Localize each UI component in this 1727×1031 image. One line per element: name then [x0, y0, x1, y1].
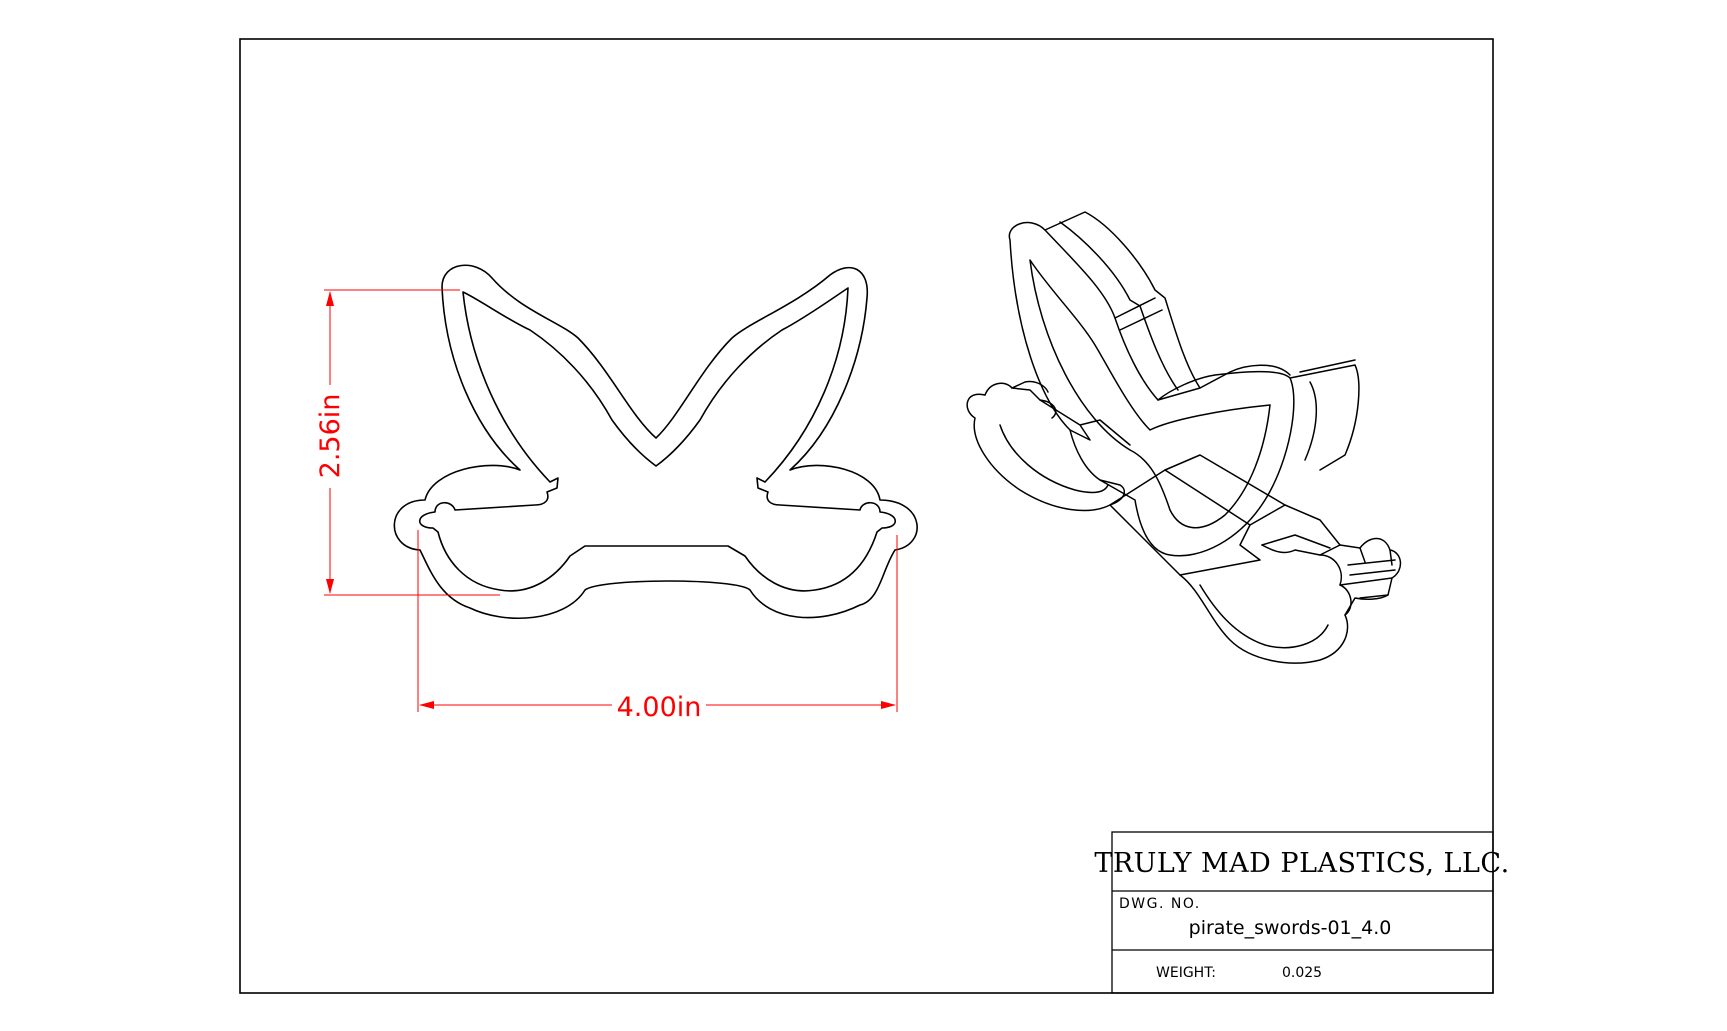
height-arrow-top: [326, 291, 334, 306]
dwg-no-label: DWG. NO.: [1119, 896, 1201, 912]
iso-crossbar: [1109, 469, 1261, 576]
width-dimension-label: 4.00in: [617, 692, 702, 723]
iso-right-hilt-layers: [1347, 559, 1396, 576]
iso-left-hilt-inner: [999, 424, 1109, 494]
iso-upper-blade-tip2: [1299, 359, 1356, 461]
iso-left-guard: [1039, 399, 1131, 446]
iso-upper-blade-back2: [1059, 221, 1179, 391]
iso-upper-blade-back: [1044, 211, 1291, 389]
iso-left-hilt: [966, 393, 1126, 512]
height-arrow-bottom: [326, 579, 334, 594]
front-view-inner-outline: [418, 287, 897, 592]
iso-upper-blade-tip: [1289, 364, 1360, 471]
dimensions: [324, 289, 898, 712]
iso-left-hilt-back: [1011, 380, 1049, 393]
width-arrow-left: [419, 701, 434, 709]
weight-label: WEIGHT:: [1156, 965, 1216, 981]
iso-lower-blade-back: [1261, 504, 1341, 549]
sheet-border: [239, 38, 1494, 994]
iso-upper-blade-front: [1008, 221, 1295, 557]
iso-upper-blade-edge: [1114, 297, 1201, 401]
dwg-no-value: pirate_swords-01_4.0: [1189, 917, 1392, 939]
iso-upper-blade-inner: [1029, 259, 1271, 529]
width-arrow-right: [881, 701, 896, 709]
title-block: [1111, 831, 1494, 994]
iso-right-hilt: [1319, 537, 1402, 616]
isometric-view: [966, 211, 1402, 664]
front-view-outer-outline: [393, 264, 918, 619]
height-dimension-label: 2.56in: [315, 394, 346, 479]
iso-crossbar-top: [1164, 454, 1286, 526]
company-name: TRULY MAD PLASTICS, LLC.: [1094, 848, 1509, 879]
iso-left-hilt-cap: [984, 382, 1057, 419]
front-view: [393, 264, 918, 619]
weight-value: 0.025: [1282, 965, 1322, 981]
iso-lower-blade-inner: [1199, 584, 1329, 649]
iso-right-hilt-back: [1339, 547, 1393, 599]
title-block-frame: [1111, 831, 1494, 994]
